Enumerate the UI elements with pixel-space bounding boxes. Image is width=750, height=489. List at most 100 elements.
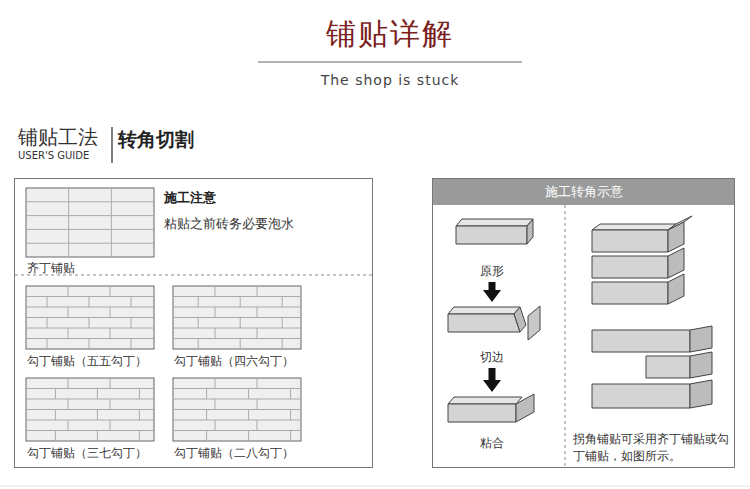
brick-pattern: 勾丁铺贴（五五勾丁） [27, 287, 155, 369]
brick-return [690, 326, 712, 352]
brick-return [690, 380, 712, 408]
mortar-joint [89, 339, 90, 350]
mortar-joint [111, 202, 112, 216]
mortar-joint [55, 431, 56, 442]
mortar-joint [68, 229, 69, 243]
brick-piece [528, 306, 540, 340]
mortar-joint [26, 215, 154, 216]
mortar-joint [131, 339, 132, 350]
mortar-joint [131, 318, 132, 329]
title-rule [258, 62, 522, 63]
mortar-joint [173, 420, 301, 421]
mortar-joint [173, 409, 301, 410]
mortar-joint [68, 202, 69, 216]
mortar-joint [173, 388, 301, 389]
cut-step: 原形 [447, 219, 537, 279]
mortar-joint [110, 420, 111, 431]
mortar-joint [111, 216, 112, 230]
brick-panel-fill [26, 188, 154, 257]
mortar-joint [111, 229, 112, 243]
brick-return [668, 274, 684, 304]
brick-pattern: 勾丁铺贴（四六勾丁） [174, 287, 302, 369]
brick-return [668, 248, 684, 278]
mortar-joint [173, 399, 301, 400]
mortar-joint [173, 430, 301, 431]
brick-return [516, 394, 534, 422]
brick-pattern: 勾丁铺贴（二八勾丁） [174, 379, 302, 461]
mortar-joint [26, 409, 154, 410]
mortar-joint [110, 328, 111, 339]
mortar-joint [26, 420, 154, 421]
caption: 粘合 [447, 435, 537, 451]
mortar-joint [206, 389, 207, 400]
brick-cut [514, 307, 526, 332]
brick-front [592, 230, 668, 252]
mortar-joint [97, 389, 98, 400]
mortar-joint [240, 297, 241, 308]
mortar-joint [26, 201, 154, 202]
mortar-joint [55, 389, 56, 400]
brick-panels [26, 188, 301, 441]
brick-front [448, 404, 516, 422]
mortar-joint [206, 410, 207, 421]
mortar-joint [68, 188, 69, 202]
mortar-joint [26, 338, 154, 339]
mortar-joint [26, 430, 154, 431]
section-heading: 铺贴工法 [18, 124, 98, 151]
note-text: 粘贴之前砖务必要泡水 [164, 215, 294, 234]
mortar-joint [68, 328, 69, 339]
mortar-joint [47, 339, 48, 350]
mortar-joint [97, 410, 98, 421]
mortar-joint [68, 216, 69, 230]
mortar-joint [173, 328, 301, 329]
mortar-joint [68, 243, 69, 257]
mortar-joint [26, 317, 154, 318]
brick-front [456, 226, 527, 244]
brick-panel-fill [26, 378, 154, 441]
brick-return [668, 222, 684, 252]
mortar-joint [110, 307, 111, 318]
mortar-joint [110, 286, 111, 297]
brick-top [448, 397, 522, 404]
mortar-joint [55, 410, 56, 421]
mortar-joint [215, 307, 216, 318]
mortar-joint [206, 431, 207, 442]
cut-step: 粘合 [447, 395, 537, 451]
mortar-joint [240, 318, 241, 329]
mortar-joint [26, 307, 154, 308]
mortar-joint [215, 328, 216, 339]
brick-front [592, 282, 668, 304]
mortar-joint [282, 297, 283, 308]
section-heading: 转角切割 [118, 127, 194, 153]
mortar-joint [290, 410, 291, 421]
brick-front [592, 330, 690, 352]
mortar-joint [139, 410, 140, 421]
mortar-joint [139, 389, 140, 400]
section-subheading: USER'S GUIDE [18, 150, 89, 161]
mortar-joint [240, 339, 241, 350]
mortar-joint [257, 420, 258, 431]
caption: 勾丁铺贴（五五勾丁） [27, 353, 155, 369]
mortar-joint [26, 328, 154, 329]
mortar-joint [110, 399, 111, 410]
brick-top [456, 219, 533, 226]
mortar-joint [257, 399, 258, 410]
mortar-joint [248, 410, 249, 421]
caption: 切边 [447, 349, 537, 365]
subtitle: The shop is stuck [321, 72, 460, 88]
brick-pattern: 勾丁铺贴（三七勾丁） [27, 379, 155, 461]
caption: 勾丁铺贴（二八勾丁） [174, 445, 302, 461]
mortar-joint [111, 188, 112, 202]
note-text: 拐角铺贴可采用齐丁铺贴或勾丁铺贴，如图所示。 [573, 431, 729, 466]
mortar-joint [131, 297, 132, 308]
flow-arrow [489, 368, 496, 380]
cut-step: 切边 [447, 305, 537, 365]
mortar-joint [215, 378, 216, 389]
mortar-joint [198, 297, 199, 308]
flow-arrow [489, 282, 496, 290]
mortar-joint [290, 389, 291, 400]
brick-front [646, 356, 690, 378]
mortar-joint [47, 297, 48, 308]
panel-header: 施工转角示意 [433, 179, 734, 205]
